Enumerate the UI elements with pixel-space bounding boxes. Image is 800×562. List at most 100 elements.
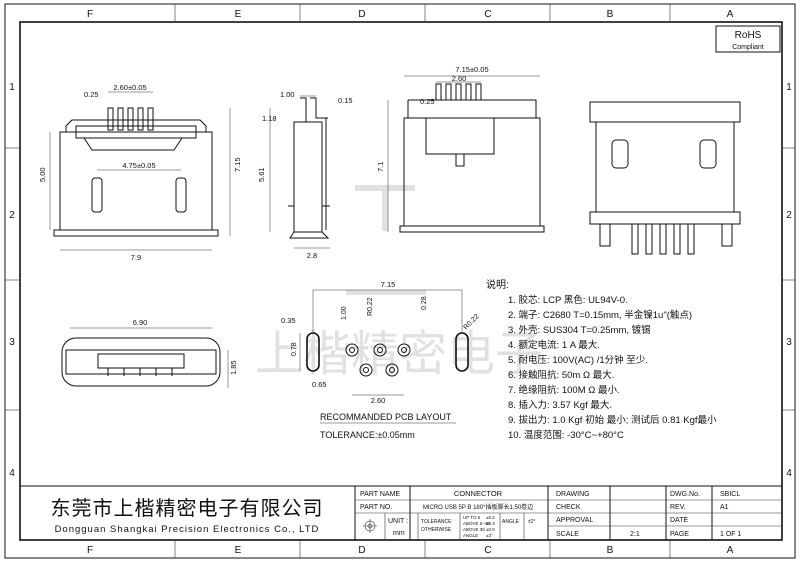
part-no-label: PART NO. xyxy=(360,504,392,511)
rear-view xyxy=(589,101,741,255)
rohs-text: RoHS xyxy=(735,30,762,41)
col-label: E xyxy=(235,545,242,556)
dim-label: 1.85 xyxy=(229,360,238,375)
row-label: 1 xyxy=(786,82,792,93)
unit-label: UNIT : xyxy=(388,518,408,525)
dim-label: 1.18 xyxy=(262,114,277,123)
row-label: 2 xyxy=(9,210,15,221)
column-labels-bottom: F E D C B A xyxy=(87,545,734,556)
inner-border xyxy=(19,21,783,541)
dim-label: 0.35 xyxy=(281,316,296,325)
angle-label: ANGLE xyxy=(502,519,520,525)
pcb-layout: 7.15 0.35 R0.22 1.00 0.28 0.78 R0.22 0.6… xyxy=(281,280,481,440)
date-label: DATE xyxy=(670,517,688,524)
company-name-cn: 东莞市上楷精密电子有限公司 xyxy=(51,497,324,520)
page-value: 1 OF 1 xyxy=(720,531,742,538)
dim-label: 7.15 xyxy=(233,157,242,172)
tol-label: TOLERANCE xyxy=(421,519,452,525)
tol-row: ±3° xyxy=(486,533,493,538)
dim-label: 4.75±0.05 xyxy=(122,161,155,170)
projection-symbol xyxy=(363,519,377,533)
check-label: CHECK xyxy=(556,504,581,511)
rev-value: A1 xyxy=(720,504,729,511)
dim-label: 0.65 xyxy=(312,380,327,389)
row-label: 3 xyxy=(786,337,792,348)
col-label: D xyxy=(358,9,365,20)
col-label: D xyxy=(358,545,365,556)
tol-row: ±0.3 xyxy=(486,521,495,526)
row-label: 4 xyxy=(9,468,15,479)
dim-label: 0.25 xyxy=(420,97,435,106)
notes-heading: 说明: xyxy=(486,278,509,291)
top-view: 7.15±0.05 2.60 0.25 7.1 xyxy=(376,65,545,233)
dim-label: 2.60 xyxy=(452,74,467,83)
dim-label: 5.00 xyxy=(38,167,47,182)
dim-label: 2.60 xyxy=(371,396,386,405)
tol-row: ±0.2 xyxy=(486,515,495,520)
note-item: 8. 插入力: 3.57 Kgf 最大. xyxy=(508,399,612,411)
note-item: 9. 拔出力: 1.0 Kgf 初始 最小; 测试后 0.81 Kgf最小 xyxy=(508,414,717,426)
approval-label: APPROVAL xyxy=(556,517,593,524)
dwg-label: DWG.No. xyxy=(670,491,700,498)
row-label: 3 xyxy=(9,337,15,348)
col-label: C xyxy=(484,9,491,20)
tol-label: OTHERWISE xyxy=(421,527,452,533)
col-label: E xyxy=(235,9,242,20)
tol-row: ABOVE 30 xyxy=(463,527,485,532)
bottom-view: 6.90 1.85 xyxy=(61,318,238,388)
scale-label: SCALE xyxy=(556,531,579,538)
company-name-en: Dongguan Shangkai Precision Electronics … xyxy=(55,524,320,535)
rohs-sub: Compliant xyxy=(732,44,764,51)
row-labels: 1 2 3 4 1 2 3 4 xyxy=(9,82,792,479)
note-item: 6. 接触阻抗: 50m Ω 最大. xyxy=(508,369,614,381)
part-no: MICRO USB 5P B 180°插板脚长1.50卷边 xyxy=(423,503,533,511)
dim-label: 2.60±0.05 xyxy=(113,83,146,92)
dim-label: 7.15±0.05 xyxy=(455,65,488,74)
page-label: PAGE xyxy=(670,531,689,538)
title-block: 东莞市上楷精密电子有限公司 Dongguan Shangkai Precisio… xyxy=(20,485,782,540)
dim-label: 6.90 xyxy=(133,318,148,327)
rohs-badge: RoHS Compliant xyxy=(715,25,781,53)
dim-label: 5.61 xyxy=(257,167,266,182)
tol-row: ABOVE 5~30 xyxy=(463,521,490,526)
dim-label: 0.28 xyxy=(421,296,428,310)
note-item: 7. 绝缘阻抗: 100M Ω 最小. xyxy=(508,384,620,396)
rev-label: REV. xyxy=(670,504,686,511)
zone-ticks xyxy=(5,4,795,558)
note-item: 10. 温度范围: -30°C~+80°C xyxy=(508,429,624,441)
pcb-layout-title: RECOMMANDED PCB LAYOUT xyxy=(320,412,452,422)
dim-label: 0.25 xyxy=(84,90,99,99)
pcb-tolerance: TOLERANCE:±0.05mm xyxy=(320,430,415,440)
col-label: B xyxy=(607,545,614,556)
row-label: 2 xyxy=(786,210,792,221)
row-label: 1 xyxy=(9,82,15,93)
part-name-label: PART NAME xyxy=(360,491,400,498)
note-item: 1. 胶芯: LCP 黑色: UL94V-0. xyxy=(508,294,628,306)
col-label: C xyxy=(484,545,491,556)
row-label: 4 xyxy=(786,468,792,479)
tol-row: ANGLE xyxy=(463,533,478,538)
note-item: 2. 端子: C2680 T=0.15mm, 半金镍1u"(触点) xyxy=(508,309,692,321)
tol-row: UP TO 5 xyxy=(463,515,481,520)
tol-row: ±0.5 xyxy=(486,527,495,532)
dim-label: 1.00 xyxy=(280,90,295,99)
col-label: B xyxy=(607,9,614,20)
angle-value: ±2° xyxy=(528,519,536,525)
dim-label: 2.8 xyxy=(307,251,317,260)
side-view: 1.00 0.15 1.18 5.61 2.8 xyxy=(257,90,353,260)
dim-label: 7.1 xyxy=(376,162,385,172)
dim-label: 7.15 xyxy=(381,280,396,289)
dim-label: 7.9 xyxy=(131,253,141,262)
notes: 说明: 1. 胶芯: LCP 黑色: UL94V-0. 2. 端子: C2680… xyxy=(486,278,717,441)
col-label: A xyxy=(727,9,734,20)
part-name: CONNECTOR xyxy=(454,489,503,498)
col-label: F xyxy=(87,545,93,556)
dim-label: 0.15 xyxy=(338,96,353,105)
column-labels-top: F E D C B A xyxy=(87,9,734,20)
note-item: 5. 耐电压: 100V(AC) /1分钟 至少. xyxy=(508,354,648,366)
front-view: 2.60±0.05 0.25 5.00 4.75±0.05 7.15 7.9 xyxy=(38,83,242,262)
col-label: A xyxy=(727,545,734,556)
scale-value: 2:1 xyxy=(630,531,640,538)
note-item: 3. 外壳: SUS304 T=0.25mm, 镀锡 xyxy=(508,324,651,336)
